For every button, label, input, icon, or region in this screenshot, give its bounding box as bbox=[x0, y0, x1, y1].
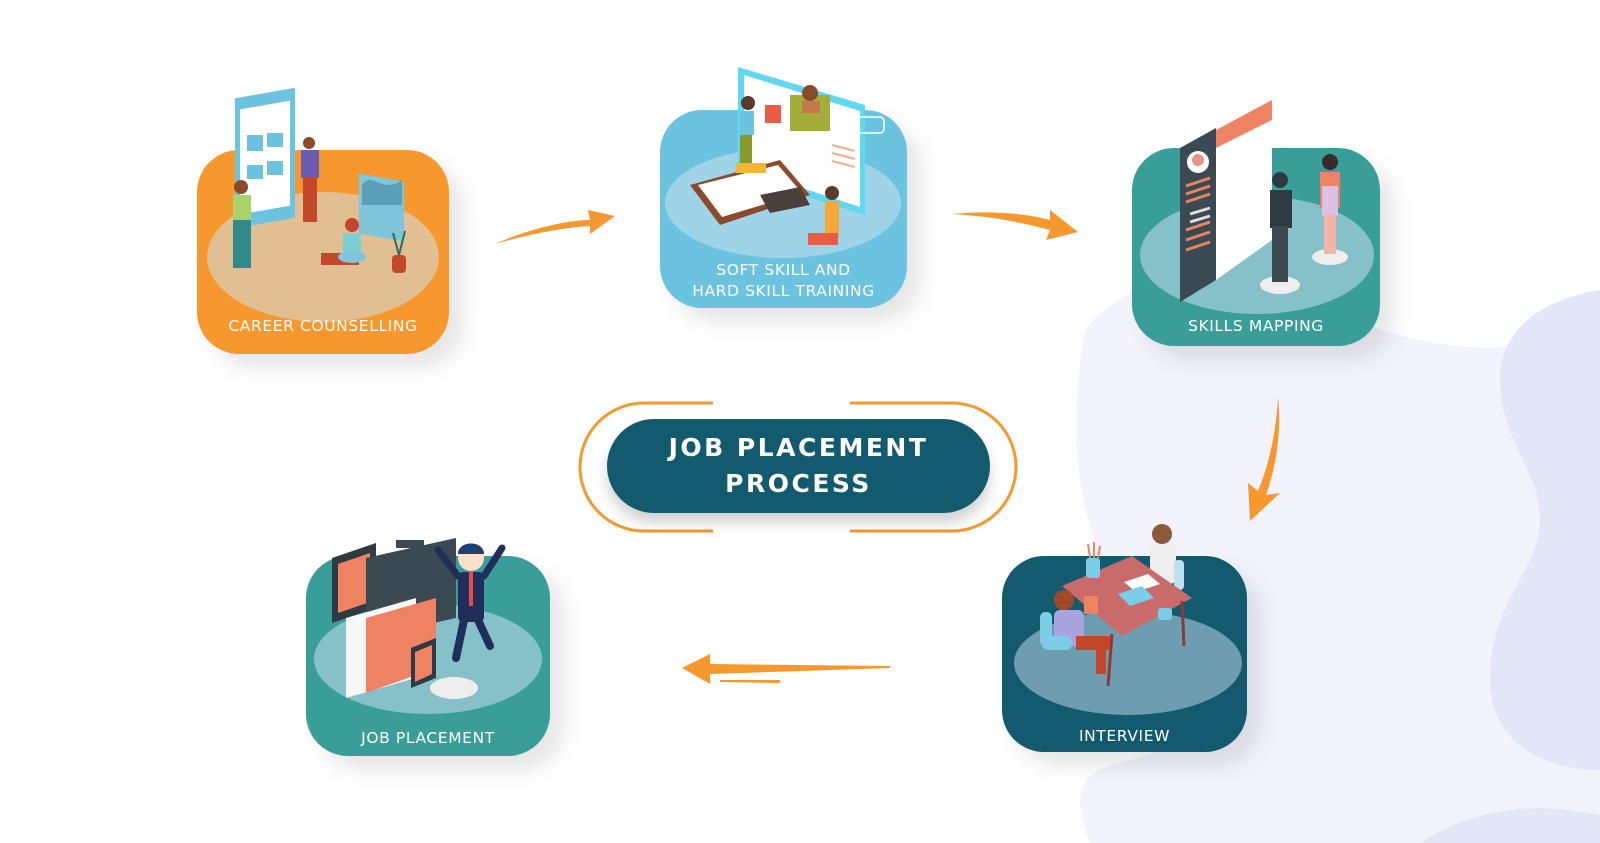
title-pill: JOB PLACEMENT PROCESS bbox=[607, 419, 990, 513]
arrow-right-1-icon bbox=[495, 210, 615, 244]
title-ring bbox=[578, 401, 1018, 533]
step-label: HARD SKILL TRAINING bbox=[692, 282, 875, 300]
title-line-1: JOB PLACEMENT bbox=[668, 433, 929, 462]
step-label: SOFT SKILL AND bbox=[716, 261, 851, 279]
step-card-career-counselling[interactable]: CAREER COUNSELLING bbox=[197, 87, 449, 354]
interview-illustration bbox=[1040, 524, 1192, 687]
step-label: SKILLS MAPPING bbox=[1188, 317, 1324, 335]
step-label: INTERVIEW bbox=[1078, 727, 1171, 745]
arrow-left-icon bbox=[682, 654, 890, 684]
skills-mapping-illustration bbox=[1180, 100, 1348, 302]
arrow-right-2-icon bbox=[952, 210, 1078, 240]
step-card-job-placement[interactable]: JOB PLACEMENT bbox=[306, 498, 550, 756]
step-card-skill-training[interactable]: SOFT SKILL AND HARD SKILL TRAINING bbox=[660, 67, 907, 308]
job-placement-illustration bbox=[332, 498, 506, 699]
title-line-2: PROCESS bbox=[725, 469, 872, 498]
counselling-illustration bbox=[233, 87, 406, 273]
step-label: CAREER COUNSELLING bbox=[228, 317, 418, 335]
training-illustration bbox=[690, 67, 885, 245]
arrow-down-icon bbox=[1248, 397, 1280, 521]
step-card-interview[interactable]: INTERVIEW bbox=[1002, 524, 1247, 752]
step-card-skills-mapping[interactable]: SKILLS MAPPING bbox=[1132, 100, 1380, 346]
step-label: JOB PLACEMENT bbox=[361, 729, 495, 747]
